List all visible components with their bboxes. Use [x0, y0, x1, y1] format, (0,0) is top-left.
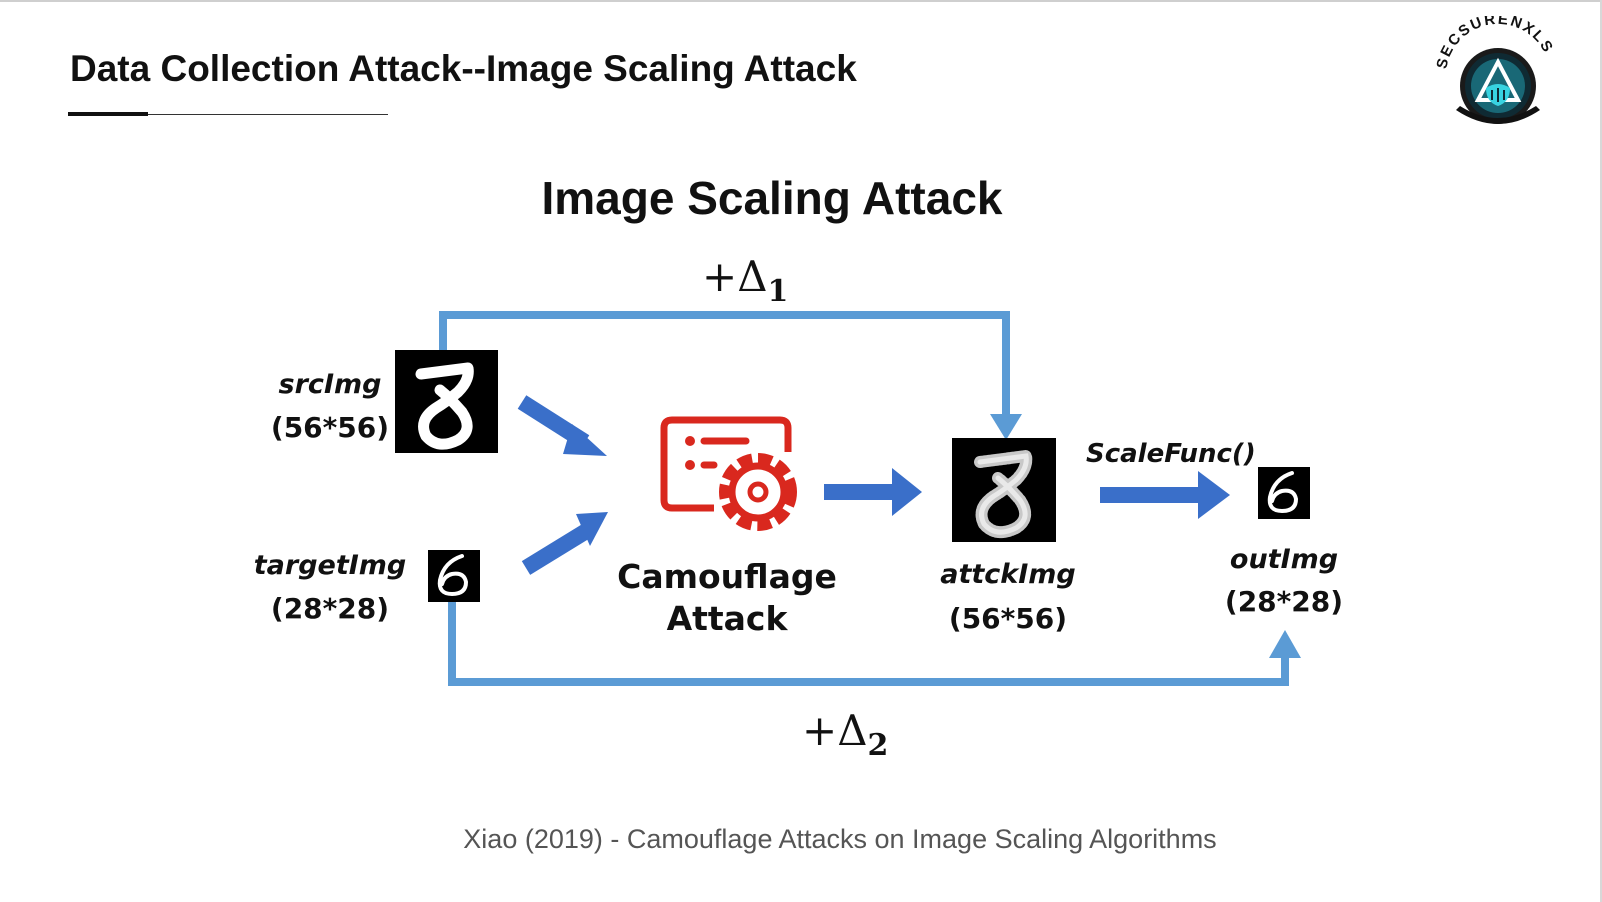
secsurenxls-logo: SECSURENXLS [1433, 16, 1555, 124]
output-image [1258, 467, 1310, 519]
slide-title: Data Collection Attack--Image Scaling At… [70, 48, 857, 89]
delta1-arrowhead [990, 414, 1022, 440]
delta2-arrowhead [1269, 630, 1301, 658]
delta2-flow-line [448, 602, 1289, 686]
target-image-size: (28*28) [271, 592, 389, 625]
camouflage-label-line2: Attack [667, 599, 789, 638]
camouflage-label-line1: Camouflage [617, 557, 837, 596]
title-underline [68, 114, 388, 115]
target-image-name: targetImg [254, 550, 407, 581]
delta1-label: +Δ1 [702, 252, 788, 309]
delta1-flow-line [439, 311, 1010, 420]
attack-image-size: (56*56) [949, 602, 1067, 635]
output-image-name: outImg [1230, 544, 1338, 575]
src-image-name: srcImg [279, 369, 382, 400]
target-image [428, 550, 480, 602]
slide-border-top [0, 0, 1602, 2]
slide-border-right [1600, 0, 1602, 902]
title-underline-accent [68, 112, 148, 116]
output-image-size: (28*28) [1225, 585, 1343, 618]
attack-image-name: attckImg [940, 559, 1076, 590]
citation-caption: Xiao (2019) - Camouflage Attacks on Imag… [463, 824, 1217, 854]
attack-image [952, 438, 1056, 542]
scale-to-output-arrow [1100, 471, 1230, 519]
src-to-camouflage-arrow [517, 395, 607, 456]
src-image [395, 350, 498, 453]
scale-func-label: ScaleFunc() [1086, 439, 1256, 469]
camouflage-to-attack-arrow [824, 468, 922, 516]
diagram-title: Image Scaling Attack [541, 172, 1002, 224]
delta2-label: +Δ2 [802, 706, 888, 763]
src-image-size: (56*56) [271, 411, 389, 444]
target-to-camouflage-arrow [521, 512, 608, 575]
camouflage-gear-icon [660, 416, 797, 531]
